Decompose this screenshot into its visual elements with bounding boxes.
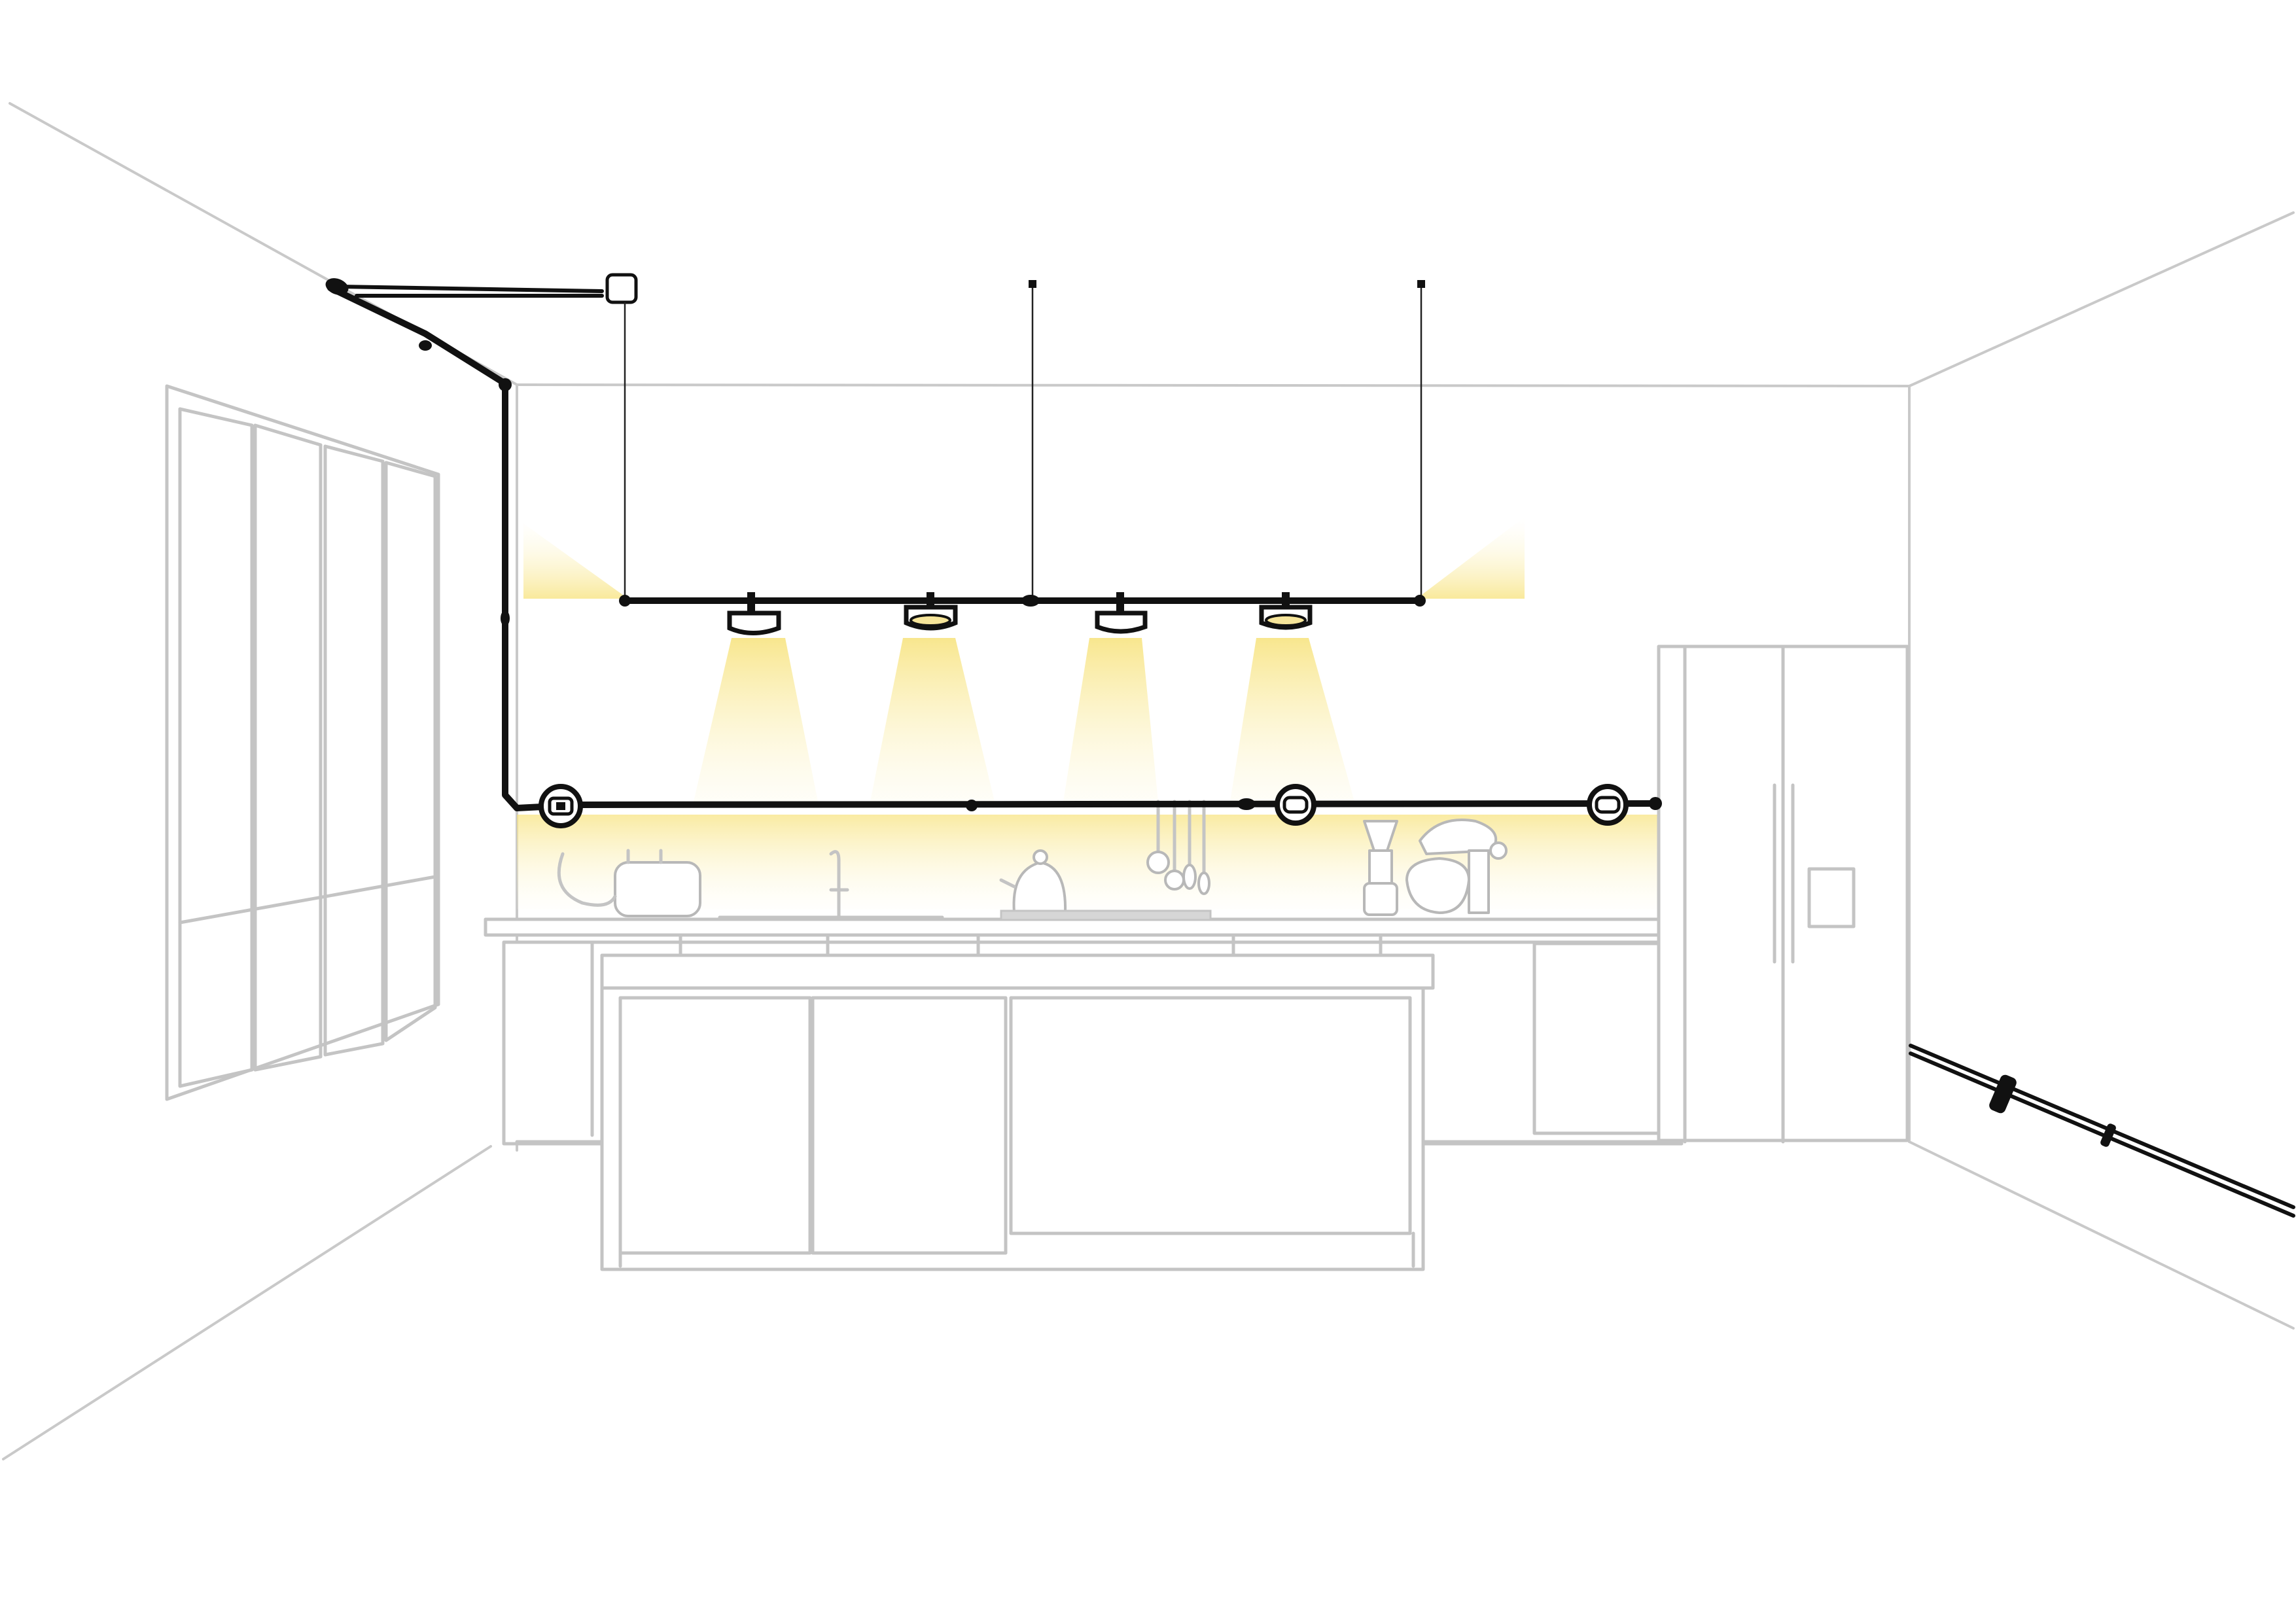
utensil-rack bbox=[1146, 800, 1210, 895]
power-socket-3 bbox=[1587, 784, 1629, 826]
power-socket-2 bbox=[1275, 784, 1316, 826]
spotlight-4 bbox=[1259, 592, 1313, 630]
stand-mixer bbox=[1405, 819, 1508, 914]
window bbox=[165, 384, 440, 1101]
sink-faucet bbox=[718, 850, 944, 919]
cooktop bbox=[1000, 909, 1212, 921]
spotlight-3 bbox=[1095, 592, 1148, 634]
room-outline bbox=[2, 102, 2295, 1460]
kettle bbox=[999, 849, 1067, 914]
pendant-track bbox=[619, 595, 1426, 607]
coffee-grinder bbox=[1363, 820, 1398, 916]
suspension-wires bbox=[624, 280, 1425, 601]
spotlight-2 bbox=[904, 592, 958, 631]
junction-node-icon bbox=[325, 278, 349, 295]
spotlight-icon bbox=[1095, 610, 1148, 634]
under-cabinet-track bbox=[552, 797, 1662, 811]
wall-track-vertical bbox=[501, 384, 558, 811]
light-glow bbox=[517, 517, 1672, 909]
right-wall-track bbox=[1909, 1044, 2295, 1218]
ceiling-feed-icon bbox=[605, 273, 638, 304]
junction-node-icon bbox=[1989, 1074, 2017, 1114]
kitchen-island bbox=[600, 953, 1435, 1271]
fridge bbox=[1657, 644, 1909, 1144]
toaster bbox=[557, 849, 701, 917]
ceiling-track bbox=[325, 273, 638, 391]
power-socket-1 bbox=[539, 784, 583, 828]
spotlight-1 bbox=[727, 592, 781, 635]
spotlight-icon bbox=[727, 610, 781, 635]
